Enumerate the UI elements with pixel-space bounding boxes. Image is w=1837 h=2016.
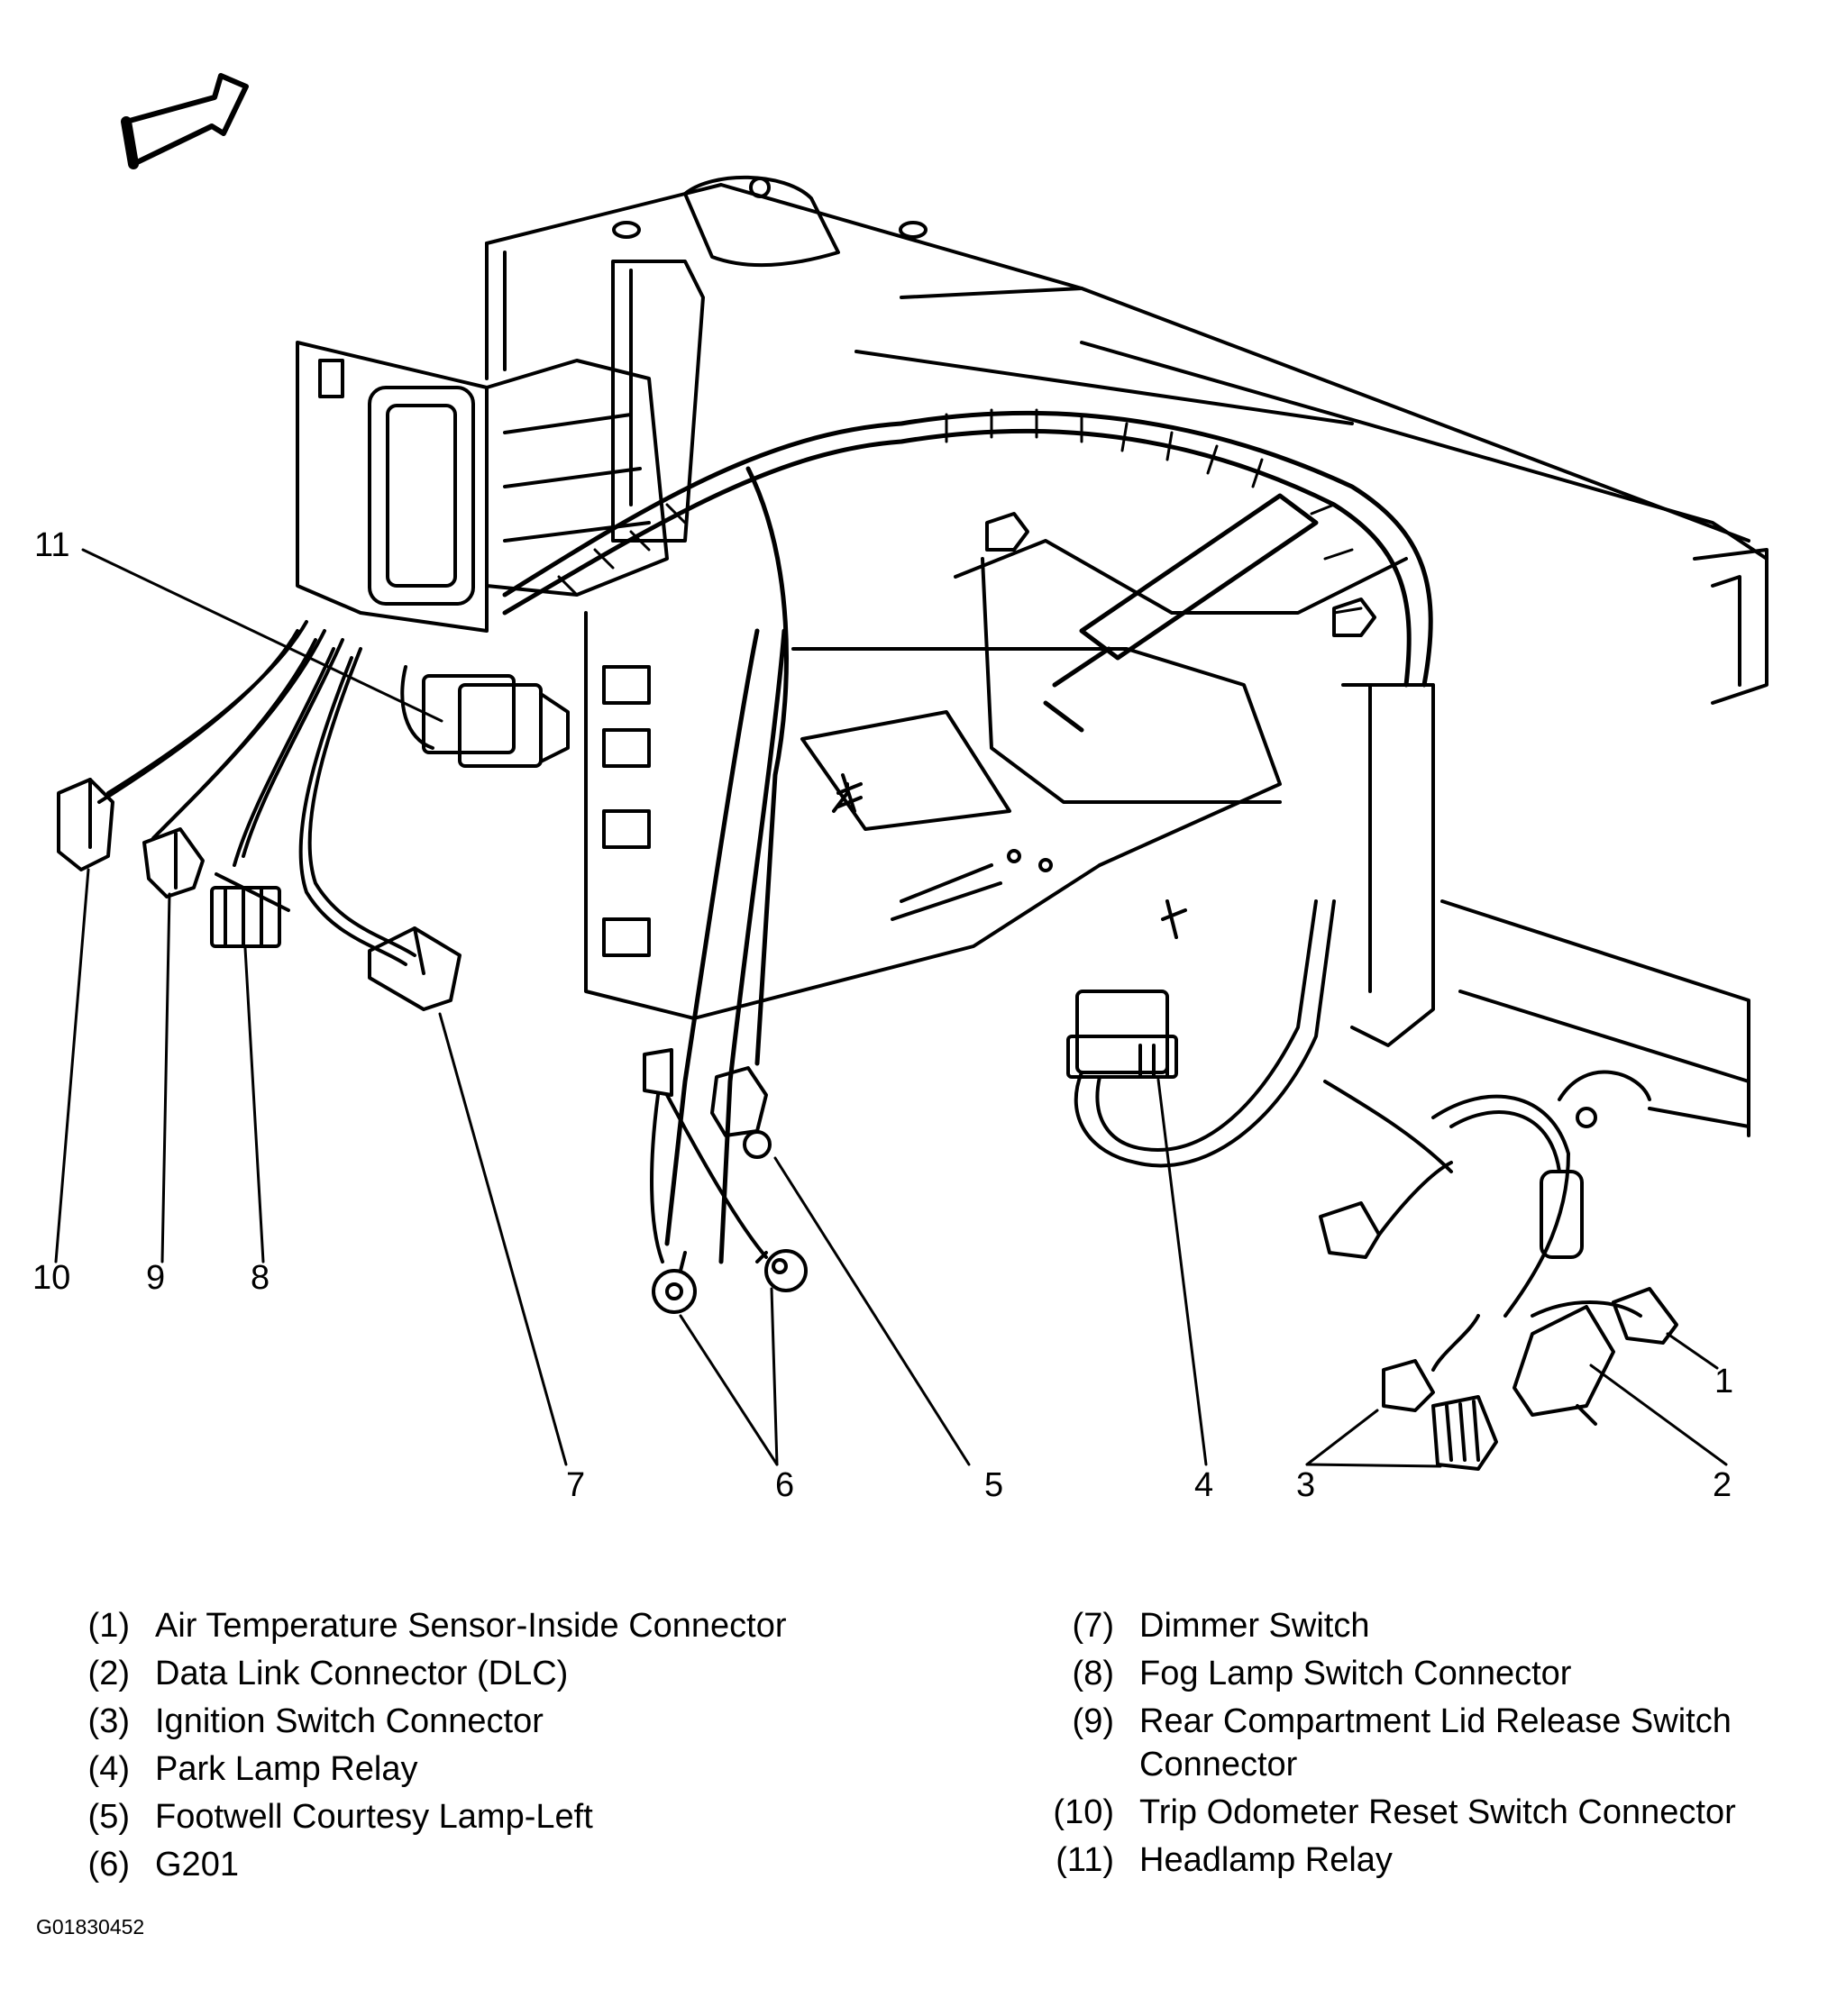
connector-10 [57,778,114,871]
legend-item: (5) Footwell Courtesy Lamp-Left [52,1793,972,1841]
legend-item: (7) Dimmer Switch [1037,1602,1821,1650]
legend-label: Data Link Connector (DLC) [155,1655,569,1692]
legend-label: Rear Compartment Lid Release Switch Conn… [1139,1702,1732,1783]
loose-connector [1319,1161,1453,1259]
lower-right-harness [1323,1080,1642,1372]
cowl-structure [485,175,1768,705]
callout-11: 11 [34,526,69,564]
legend-number: (4) [87,1750,130,1788]
callout-6: 6 [775,1466,794,1504]
g201-ground-eyelets [643,1048,808,1314]
legend-label: Dimmer Switch [1139,1607,1370,1645]
right-bracket [1341,683,1750,1137]
bolt-icon [836,512,1376,939]
main-harness [502,410,1433,1264]
headlamp-relay [400,665,570,768]
legend-label: Headlamp Relay [1139,1841,1393,1879]
legend-item: (8) Fog Lamp Switch Connector [1037,1650,1821,1698]
figure-id: G01830452 [36,1915,145,1938]
dash-panel-center [584,539,1408,1020]
dlc-connector [1513,1305,1615,1426]
legend-number: (8) [1072,1655,1114,1692]
courtesy-lamp-connector [710,1066,772,1159]
legend-number: (9) [1072,1702,1114,1740]
legend-number: (10) [1053,1793,1114,1831]
callout-7: 7 [566,1466,585,1504]
ignition-switch-connector [1382,1359,1498,1471]
legend-item: (11) Headlamp Relay [1037,1837,1821,1884]
callout-numbers: 11 10 9 8 7 6 5 4 3 2 1 [32,526,1733,1504]
connector-9 [142,827,205,899]
callout-10: 10 [32,1259,70,1297]
legend-left-column: (1) Air Temperature Sensor-Inside Connec… [52,1602,972,1889]
legend-number: (3) [87,1702,130,1740]
legend-item: (3) Ignition Switch Connector [52,1698,972,1746]
legend-number: (5) [87,1798,130,1836]
legend-label: Park Lamp Relay [155,1750,418,1788]
callout-2: 2 [1713,1466,1732,1504]
callout-1: 1 [1714,1363,1733,1400]
direction-arrow-icon [121,73,249,169]
wiring-harness-diagram: 11 10 9 8 7 6 5 4 3 2 1 [32,73,1768,1504]
legend-item: (9) Rear Compartment Lid Release Switch … [1037,1698,1821,1789]
legend-number: (7) [1072,1607,1114,1645]
harness-wrap [557,408,1363,615]
legend-number: (6) [87,1846,130,1884]
legend-number: (2) [87,1655,130,1692]
legend-item: (2) Data Link Connector (DLC) [52,1650,972,1698]
left-branch-harness [97,620,416,966]
callout-9: 9 [146,1259,165,1297]
callout-8: 8 [251,1259,270,1297]
legend-item: (1) Air Temperature Sensor-Inside Connec… [52,1602,972,1650]
legend-label: Fog Lamp Switch Connector [1139,1655,1572,1692]
legend-label: Air Temperature Sensor-Inside Connector [155,1607,787,1645]
callout-3: 3 [1296,1466,1315,1504]
callout-5: 5 [984,1466,1003,1504]
legend-label: Trip Odometer Reset Switch Connector [1139,1793,1736,1831]
legend-label: Ignition Switch Connector [155,1702,544,1740]
connector-7 [368,926,462,1011]
connector-8 [210,872,290,948]
legend-item: (6) G201 [52,1841,972,1889]
park-lamp-relay [1066,899,1336,1168]
legend-number: (1) [87,1607,130,1645]
legend-label: G201 [155,1846,239,1884]
legend-number: (11) [1056,1841,1114,1879]
legend-item: (10) Trip Odometer Reset Switch Connecto… [1037,1789,1821,1837]
legend-label: Footwell Courtesy Lamp-Left [155,1798,593,1836]
leader-lines [54,548,1728,1468]
hvac-module [296,341,669,633]
legend-right-column: (7) Dimmer Switch (8) Fog Lamp Switch Co… [1037,1602,1821,1884]
callout-4: 4 [1194,1466,1213,1504]
legend-item: (4) Park Lamp Relay [52,1746,972,1793]
